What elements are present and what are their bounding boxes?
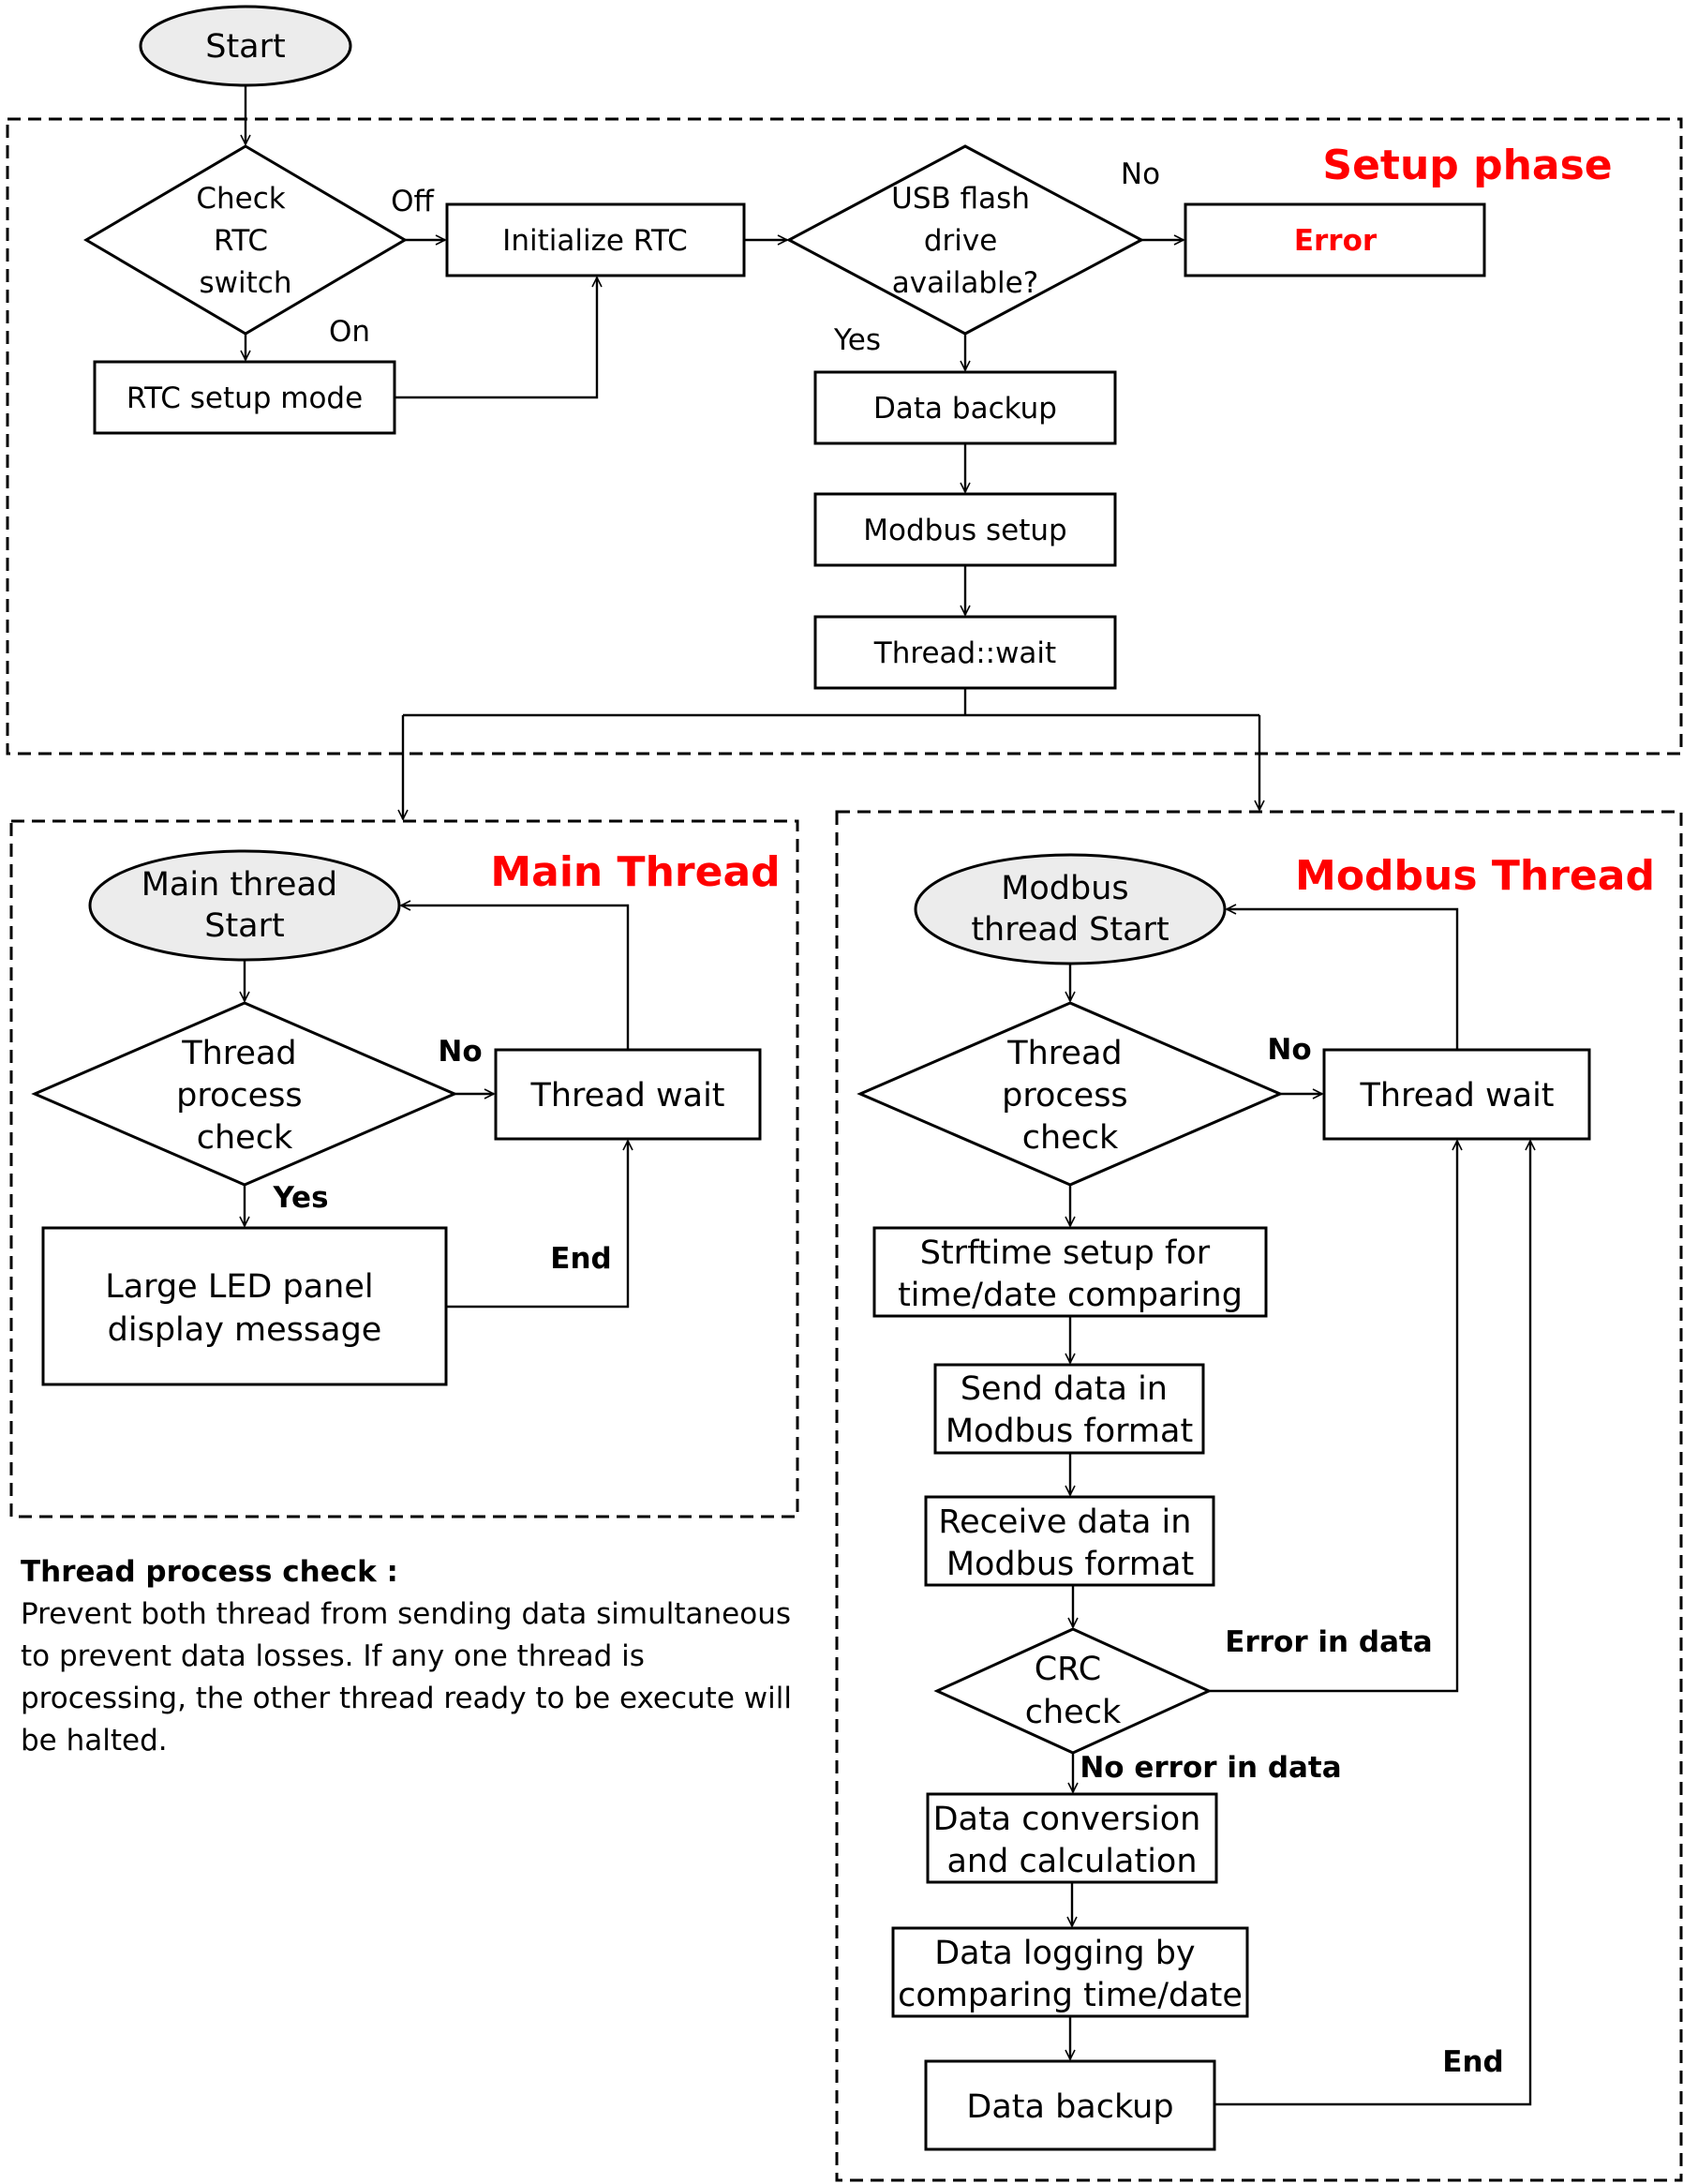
on-label: On [329,315,370,349]
error-label: Error [1294,224,1378,258]
setup-data-backup-label: Data backup [873,392,1057,426]
modbus-backup-label: Data backup [966,2088,1173,2126]
modbus-thread-wait-label: Thread wait [1359,1077,1554,1114]
modbus-start-label: Modbus thread Start [971,870,1169,949]
main-thread-frame [9,819,799,1518]
main-process-check-label: Thread process check [176,1035,313,1157]
modbus-end-label: End [1442,2045,1503,2079]
setup-phase-title: Setup phase [1322,142,1612,189]
off-label: Off [391,185,434,218]
main-thread-wait-box [494,1048,762,1141]
yes-label-usb: Yes [833,323,881,357]
modbus-thread-title: Modbus Thread [1295,852,1655,900]
modbus-thread-connectors [1070,909,1530,2106]
note-title: Thread process check : [21,1555,398,1589]
initialize-rtc-box [445,202,746,277]
rtc-setup-mode-box [93,360,396,435]
rtc-setup-mode-label: RTC setup mode [127,381,363,415]
thread-process-check-note: Thread process check : Prevent both thre… [21,1551,808,1762]
error-box [1184,202,1486,277]
crc-check-decision [933,1627,1213,1755]
setup-data-backup-box [813,370,1117,445]
usb-check-label: USB flash drive available? [891,182,1039,300]
send-data-label: Send data in Modbus format [946,1370,1193,1450]
logging-label: Data logging by comparing time/date [898,1935,1243,2014]
thread-wait-setup-label: Thread::wait [873,636,1056,670]
strftime-box [872,1226,1268,1318]
no-error-in-data-label: No error in data [1080,1751,1341,1785]
no-label-usb: No [1121,157,1160,191]
crc-check-label: CRC check [1025,1651,1122,1731]
modbus-backup-box [924,2059,1216,2151]
modbus-setup-box [813,492,1117,567]
receive-data-label: Receive data in Modbus format [938,1503,1201,1583]
note-body: Prevent both thread from sending data si… [21,1597,792,1758]
main-thread-title: Main Thread [490,848,780,896]
modbus-thread-frame [835,810,1683,2182]
modbus-setup-label: Modbus setup [863,514,1066,547]
led-panel-box [41,1226,448,1386]
main-no-label: No [438,1035,482,1069]
setup-phase-frame [6,117,1683,755]
logging-box [891,1926,1249,2018]
modbus-no-label: No [1267,1033,1311,1067]
check-rtc-label: Check RTC switch [196,182,294,300]
main-thread-connectors [245,905,628,1309]
receive-data-box [924,1495,1215,1587]
led-panel-label: Large LED panel display message [105,1268,384,1349]
start-label: Start [205,28,286,66]
conversion-label: Data conversion and calculation [933,1801,1212,1880]
main-thread-wait-label: Thread wait [529,1077,724,1114]
setup-connectors [246,85,1259,819]
main-thread-start-label: Main thread Start [141,866,349,945]
main-end-label: End [550,1242,611,1276]
modbus-process-check-label: Thread process check [1002,1035,1139,1157]
strftime-label: Strftime setup for time/date comparing [898,1234,1243,1314]
thread-wait-setup-box [813,615,1117,690]
initialize-rtc-label: Initialize RTC [502,224,688,258]
send-data-box [933,1363,1205,1455]
error-in-data-label: Error in data [1225,1625,1432,1659]
main-yes-label: Yes [272,1181,328,1215]
